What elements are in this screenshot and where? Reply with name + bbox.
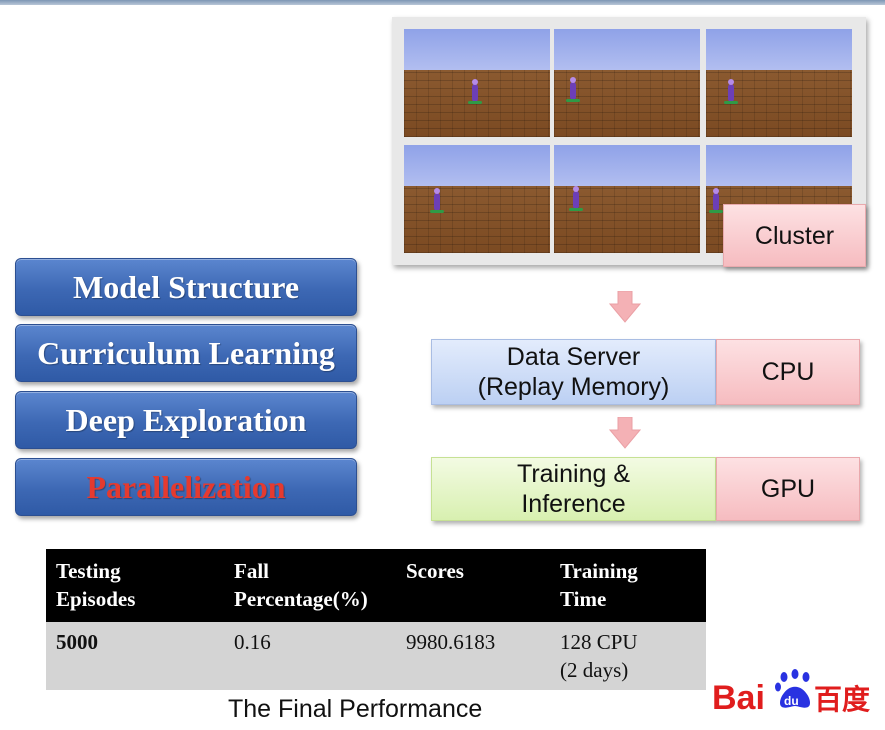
logo-text-cjk: 百度 xyxy=(814,683,870,716)
header-line: Episodes xyxy=(56,587,136,611)
training-inference-box: Training & Inference xyxy=(431,457,716,521)
walker-agent xyxy=(569,186,583,211)
data-server-title: Data Server xyxy=(506,343,641,371)
cell-line: (2 days) xyxy=(560,658,629,682)
cluster-label: Cluster xyxy=(754,221,835,250)
simulation-frame xyxy=(554,29,700,137)
simulation-frame xyxy=(404,29,550,137)
menu-button-curriculum-learning[interactable]: Curriculum Learning xyxy=(15,324,357,382)
paw-icon xyxy=(775,669,810,708)
top-rule xyxy=(0,0,885,5)
header-line: Time xyxy=(560,587,607,611)
cell-line: 0.16 xyxy=(234,630,271,654)
floor-grid xyxy=(554,70,700,137)
cell-line: 128 CPU xyxy=(560,630,638,654)
column-header: Training Time xyxy=(550,549,706,622)
menu-button-deep-exploration[interactable]: Deep Exploration xyxy=(15,391,357,449)
walker-agent xyxy=(709,188,723,213)
menu-label: Parallelization xyxy=(86,468,286,505)
walker-agent xyxy=(430,188,444,213)
slide-caption: The Final Performance xyxy=(228,695,483,723)
header-line: Scores xyxy=(406,559,464,583)
walker-agent xyxy=(566,77,580,102)
cpu-label: CPU xyxy=(761,358,815,386)
column-header: Testing Episodes xyxy=(46,549,224,622)
column-header: Scores xyxy=(396,549,550,622)
cell-line: 5000 xyxy=(56,630,98,654)
walker-agent xyxy=(724,79,738,104)
cpu-box: CPU xyxy=(716,339,860,405)
data-server-box: Data Server (Replay Memory) xyxy=(431,339,716,405)
cluster-label-box: Cluster xyxy=(723,204,866,267)
header-line: Fall xyxy=(234,559,269,583)
header-line: Testing xyxy=(56,559,121,583)
gpu-box: GPU xyxy=(716,457,860,521)
menu-button-model-structure[interactable]: Model Structure xyxy=(15,258,357,316)
simulation-frame xyxy=(554,145,700,253)
gpu-label: GPU xyxy=(760,475,816,503)
down-arrow-icon xyxy=(609,417,641,449)
table-header-row: Testing Episodes Fall Percentage(%) Scor… xyxy=(46,549,706,622)
header-line: Training xyxy=(560,559,638,583)
menu-label: Deep Exploration xyxy=(65,401,307,438)
floor-grid xyxy=(404,186,550,253)
walker-agent xyxy=(468,79,482,104)
table-cell: 0.16 xyxy=(224,622,396,690)
training-title: Training & xyxy=(516,460,630,488)
logo-text-latin: Bai xyxy=(712,679,765,717)
simulation-frame xyxy=(404,145,550,253)
header-line: Percentage(%) xyxy=(234,587,368,611)
data-server-subtitle: (Replay Memory) xyxy=(477,373,670,401)
table-row: 5000 0.16 9980.6183 128 CPU (2 days) xyxy=(46,622,706,690)
menu-label: Model Structure xyxy=(72,268,300,305)
logo-text-du: du xyxy=(784,694,799,708)
cell-line: 9980.6183 xyxy=(406,630,496,654)
simulation-frame xyxy=(706,29,852,137)
table-cell: 128 CPU (2 days) xyxy=(550,622,706,690)
menu-label: Curriculum Learning xyxy=(37,334,335,371)
training-subtitle: Inference xyxy=(521,490,626,518)
table-cell: 5000 xyxy=(46,622,224,690)
results-table: Testing Episodes Fall Percentage(%) Scor… xyxy=(46,549,706,690)
menu-button-parallelization[interactable]: Parallelization xyxy=(15,458,357,516)
column-header: Fall Percentage(%) xyxy=(224,549,396,622)
baidu-logo: Bai du 百度 xyxy=(712,669,870,717)
down-arrow-icon xyxy=(609,291,641,323)
table-cell: 9980.6183 xyxy=(396,622,550,690)
